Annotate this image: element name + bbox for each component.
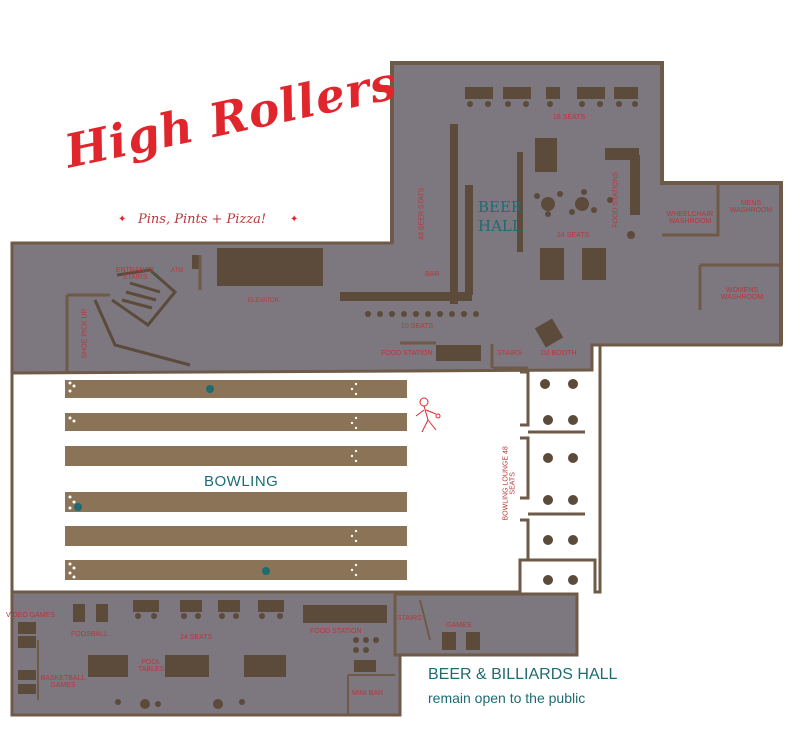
bar-stools — [365, 311, 479, 317]
foosball-label: FOOSBALL — [71, 631, 108, 638]
bowling-lounge — [520, 370, 585, 585]
beer-hall-label: BEER HALL — [478, 198, 523, 235]
billiards-walls — [37, 599, 431, 715]
pin-markers — [68, 381, 358, 579]
pool-tables-label: POOL TABLES — [138, 659, 165, 674]
stairs-structure — [93, 268, 191, 367]
basketball-games-label: BASKETBALL GAMES — [40, 675, 86, 690]
food-stations-label: FOOD STATIONS — [612, 171, 620, 228]
video-games-label: VIDEO GAMES — [6, 612, 56, 619]
mini-bar-label: MINI BAR — [352, 690, 384, 697]
star-icon: ✦ — [118, 214, 127, 225]
entrance-stairs-label: ENTRANCE STAIRS — [115, 267, 155, 282]
entrance-area — [192, 248, 564, 361]
seats-24-beer-label: 24 SEATS — [557, 232, 590, 239]
seats-10-label: 10 SEATS — [401, 323, 434, 330]
upper-left-walls — [65, 255, 528, 373]
star-icon: ✦ — [290, 214, 299, 225]
stairs-bottom-label: STAIRS — [397, 615, 422, 622]
shoe-pick-up-label: SHOE PICK UP — [81, 308, 89, 359]
bowling-lounge-label: BOWLING LOUNGE 48 SEATS — [502, 446, 517, 521]
notice-title: BEER & BILLIARDS HALL — [428, 666, 618, 683]
atm-label: ATM — [171, 268, 184, 274]
food-station-bottom-label: FOOD STATION — [310, 628, 362, 635]
games-area — [393, 592, 579, 657]
bowler-figure-icon — [415, 397, 441, 433]
seats-top-label: 18 SEATS — [553, 114, 586, 121]
top-seating — [465, 87, 638, 107]
bowling-label: BOWLING — [204, 473, 279, 490]
elevator-label: ELEVATOR — [248, 298, 280, 304]
washroom-walls — [662, 185, 781, 310]
stairs-mid-label: STAIRS — [497, 350, 522, 357]
food-station-mid-label: FOOD STATION — [381, 350, 433, 357]
seats-24-billiards-label: 24 SEATS — [180, 634, 213, 641]
notice-subtitle: remain open to the public — [428, 690, 586, 706]
upper-wall — [390, 61, 783, 345]
beer-hall-furniture — [340, 124, 640, 304]
wheelchair-washroom-label: WHEELCHAIR WASHROOM — [666, 211, 714, 226]
bowling-lanes — [65, 380, 407, 580]
games-label: GAMES — [446, 622, 472, 629]
bar-label: BAR — [425, 271, 440, 278]
bowling-balls — [74, 385, 270, 575]
billiards-furniture — [18, 600, 480, 709]
womens-washroom-label: WOMENS WASHROOM — [720, 287, 764, 302]
beer-stats-label: 48 BEER STATS — [418, 187, 426, 240]
dj-booth-label: DJ BOOTH — [541, 350, 577, 357]
brand-tagline: Pins, Pints + Pizza! — [138, 212, 267, 227]
mens-washroom-label: MENS WASHROOM — [729, 200, 773, 215]
